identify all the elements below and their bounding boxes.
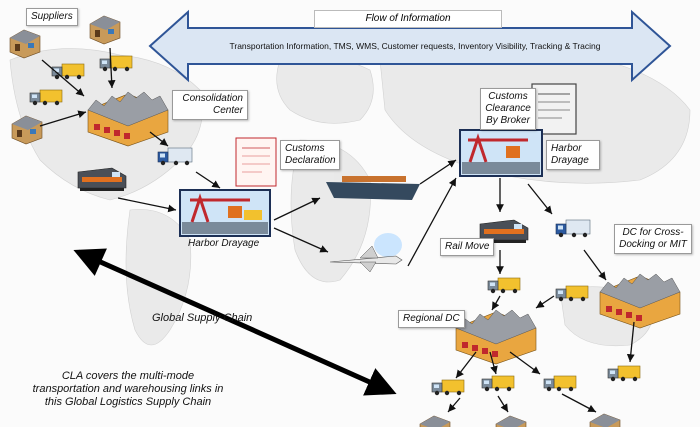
harbor-crane-right — [459, 129, 543, 177]
flow-title: Flow of Information — [314, 10, 502, 28]
flow-arrows — [39, 47, 635, 413]
truck-to-regional — [555, 285, 589, 302]
customs-clearance-label: Customs Clearance By Broker — [480, 88, 536, 130]
customs-declaration-document — [235, 137, 277, 187]
cla-note: CLA covers the multi-mode transportation… — [32, 370, 224, 408]
flow-of-information-arrow — [148, 9, 672, 83]
blue-truck-right — [555, 219, 591, 238]
regional-dc-warehouse — [455, 309, 537, 365]
suppliers-label: Suppliers — [26, 8, 78, 26]
global-supply-chain-label: Global Supply Chain — [152, 312, 253, 324]
truck-rail-out — [487, 277, 521, 294]
harbor-drayage-right-label: Harbor Drayage — [546, 140, 600, 170]
flow-description: Transportation Information, TMS, WMS, Cu… — [229, 41, 601, 51]
rail-move-label: Rail Move — [440, 238, 495, 256]
harbor-drayage-left-label: Harbor Drayage — [188, 238, 260, 249]
delivery-houses — [419, 413, 621, 427]
consolidation-center-label: Consolidation Center — [172, 90, 248, 120]
customs-declaration-label: Customs Declaration — [280, 140, 340, 170]
dc-cross-docking-label: DC for Cross-Docking or MIT — [614, 224, 692, 254]
regional-dc-label: Regional DC — [398, 310, 465, 328]
global-supply-chain-arrow — [73, 248, 397, 396]
cargo-ship — [326, 172, 420, 200]
harbor-crane-left — [179, 189, 271, 237]
customs-clearance-document — [531, 83, 577, 135]
